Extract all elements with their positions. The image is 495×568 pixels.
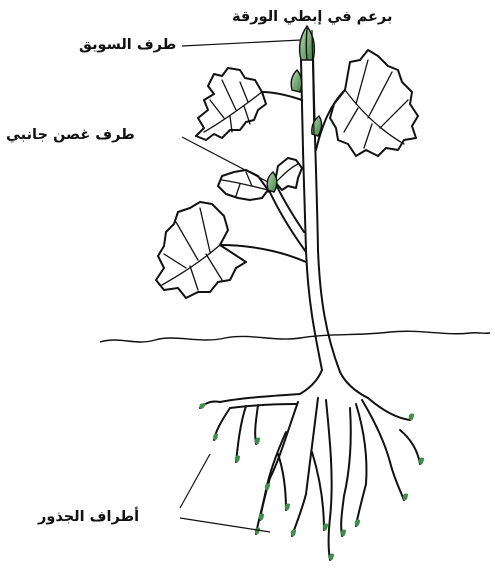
label-side-branch-tip: طرف غصن جانبي (6, 128, 135, 143)
label-stem-tip: طرف السويق (79, 38, 176, 53)
stem-tip-bud-fold (306, 28, 307, 60)
root-tips (199, 403, 424, 560)
leaf-small-right (275, 158, 302, 190)
main-stem (301, 52, 340, 372)
leader-root-2 (180, 518, 270, 532)
upper-petiole (262, 92, 302, 100)
leaf-small-left (218, 170, 268, 200)
soil-line (100, 331, 490, 342)
leaf-lower-left (156, 202, 246, 298)
root-system (200, 370, 420, 560)
root-tip (213, 433, 218, 440)
leaf-upper-right (330, 50, 418, 156)
leaf-upper-left (196, 68, 266, 140)
side-branch-tip-bud (267, 172, 277, 192)
leader-root-1 (180, 454, 210, 508)
leader-stem-tip (182, 40, 301, 46)
label-axillary-bud: برعم في إبطي الورقة (232, 10, 392, 25)
label-root-tips: أطراف الجذور (38, 510, 139, 525)
root-tip (199, 403, 206, 409)
axillary-bud-upper (291, 70, 301, 92)
